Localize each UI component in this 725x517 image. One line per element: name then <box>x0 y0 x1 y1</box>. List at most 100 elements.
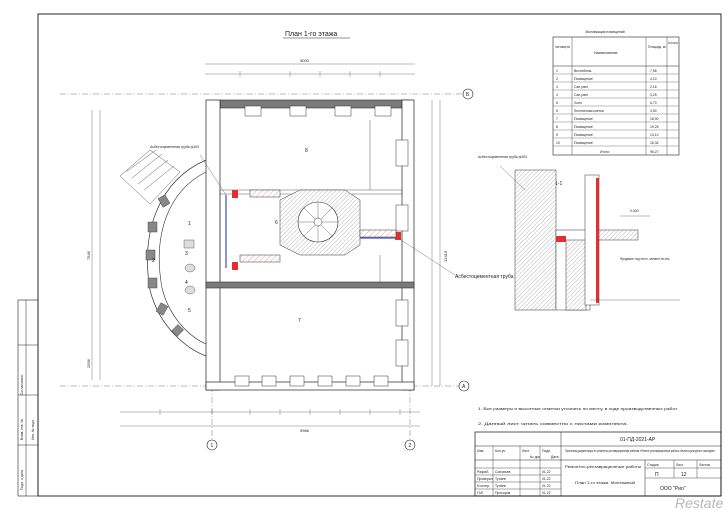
entrance-stair <box>119 149 181 205</box>
explication-header-number: Номе помеще ния <box>555 45 570 49</box>
explication-cell: 2,16 <box>650 85 657 89</box>
stamp-code: 01-ПД-2021-АР <box>620 437 656 443</box>
dim-top-total: 9000 <box>300 58 310 63</box>
stamp-col-doc: № док. <box>530 455 541 459</box>
explication-cell: 4,10 <box>650 77 657 81</box>
axis-label-b: Б <box>466 92 470 98</box>
side-label-inventory: Инв. № подл. <box>31 419 35 440</box>
explication-cell: 4 <box>556 93 558 97</box>
explication-header-category: Кате гори поме щени <box>668 41 678 45</box>
room-number-7: 7 <box>298 318 301 324</box>
explication-cell: Лестничная клетка <box>574 109 604 113</box>
explication-cell: Сан.узел <box>574 93 588 97</box>
section-pipe-label: Асбестоцементная труба ф100 <box>478 155 527 159</box>
axis-label-1: 1 <box>211 443 214 449</box>
explication-cell: Сан.узел <box>574 85 588 89</box>
axis-label-a: А <box>462 384 466 390</box>
stamp-cell: Тутаев <box>495 477 506 481</box>
explication-cell: Помещение <box>574 133 593 137</box>
explication-table: Экспликация помещений Номе помеще ния На… <box>552 30 680 156</box>
side-label-replace: Взам. инв. № <box>20 419 24 440</box>
side-label-sign: Подп. и дата <box>20 470 24 490</box>
room-number-4: 4 <box>185 280 188 286</box>
stamp-col-sheet: Лист <box>522 449 530 453</box>
explication-header-name: Наименование <box>594 51 618 55</box>
stamp-stage-header: Стадия <box>647 463 659 467</box>
explication-cell: 9 <box>556 133 558 137</box>
explication-cell: 3 <box>556 85 558 89</box>
stamp-col-count: Кол.уч. <box>495 449 506 453</box>
note-2: 2. Данный лист читать совместно с листам… <box>478 422 628 426</box>
stamp-col-sign: Подп. <box>542 449 551 453</box>
stamp-cell: 01.22 <box>542 470 551 474</box>
stamp-sheets-header: Листов <box>699 463 710 467</box>
stamp-stage-label: Ремонтно-реставрационные работы <box>565 465 642 469</box>
section-1-1: 1-1 0,000 Асбестоцементная труба ф100 Фу… <box>478 155 680 311</box>
stamp-col-date: Дата <box>551 455 559 459</box>
side-stamp: Согласовано Взам. инв. № Подп. и дата Ин… <box>17 299 39 497</box>
explication-cell: Помещение <box>574 125 593 129</box>
room-number-8: 8 <box>305 148 308 154</box>
watermark: Restate <box>675 495 723 511</box>
axis-label-2: 2 <box>409 443 412 449</box>
stamp-cell: ГАП <box>477 491 484 495</box>
pipe-label-right: Асбестоцементная труба ф100 мм <box>455 274 536 280</box>
explication-cell: 1 <box>556 69 558 73</box>
explication-cell: Помещение <box>574 141 593 145</box>
explication-cell: 3,25 <box>650 93 657 97</box>
explication-total-label: Итого: <box>600 150 610 154</box>
stamp-cell: 01.22 <box>542 484 551 488</box>
explication-header-area: Площадь, м² <box>648 45 667 49</box>
explication-cell: 8 <box>556 125 558 129</box>
stamp-cell: Н.контр. <box>477 484 490 488</box>
stamp-sheet: 12 <box>681 472 687 478</box>
explication-cell: 2 <box>556 77 558 81</box>
dim-left-total: 7546 <box>86 250 91 260</box>
room-number-1: 1 <box>188 221 191 227</box>
room-number-6: 6 <box>275 220 278 226</box>
section-note: Фундамент под лестн. элемент на отм. <box>620 257 670 261</box>
explication-title: Экспликация помещений <box>585 30 625 34</box>
explication-cell: 5 <box>556 101 558 105</box>
room-number-2: 2 <box>152 258 155 264</box>
explication-cell: Вестибюль <box>574 69 592 73</box>
stamp-cell: Проверил <box>477 477 493 481</box>
explication-total-value: 96,27 <box>650 150 659 154</box>
explication-cell: 18,00 <box>650 117 659 121</box>
stamp-cell: 01.22 <box>542 477 551 481</box>
plan-title: План 1-го этажа <box>285 31 337 38</box>
stamp-cell: Разраб. <box>477 470 489 474</box>
explication-cell: 6 <box>556 109 558 113</box>
explication-cell: 6,70 <box>650 101 657 105</box>
stamp-cell: Тутаев <box>495 484 506 488</box>
general-notes: 1. Все размеры и высотные отметки уточни… <box>478 407 678 426</box>
stamp-stage: П <box>655 472 659 478</box>
stamp-col-change: Изм. <box>477 449 484 453</box>
dim-right-total: 12410 <box>443 250 448 262</box>
explication-cell: 7 <box>556 117 558 121</box>
stamp-cell: Соловьев <box>495 470 511 474</box>
section-elevation: 0,000 <box>630 209 639 213</box>
sheet-frame <box>37 13 722 497</box>
explication-cell: 19,25 <box>650 125 659 129</box>
explication-cell: 13,10 <box>650 133 659 137</box>
stamp-cell: 01.22 <box>542 491 551 495</box>
explication-cell: Помещение <box>574 117 593 121</box>
room-number-3: 3 <box>185 251 188 257</box>
stamp-sheet-title: План 1-го этажа. Монтажный <box>575 480 635 485</box>
dim-bottom-total: 9966 <box>300 428 310 433</box>
title-block: 01-ПД-2021-АР Проектная документация по … <box>474 431 722 497</box>
stamp-cell: Прохоров <box>495 491 510 495</box>
stamp-description: Проектная документация по ремонтно-реста… <box>565 449 715 453</box>
stamp-sheet-header: Лист <box>676 463 684 467</box>
stamp-company: ООО "Рио" <box>660 486 686 492</box>
explication-cell: Помещение <box>574 77 593 81</box>
explication-cell: Холл <box>574 101 582 105</box>
room-number-5: 5 <box>188 308 191 314</box>
explication-cell: 3,50 <box>650 109 657 113</box>
floor-plan: 1 2 Б А 9000 7546 2596 12410 9966 <box>60 58 536 451</box>
note-1: 1. Все размеры и высотные отметки уточни… <box>478 407 678 411</box>
section-title: 1-1 <box>555 181 562 187</box>
